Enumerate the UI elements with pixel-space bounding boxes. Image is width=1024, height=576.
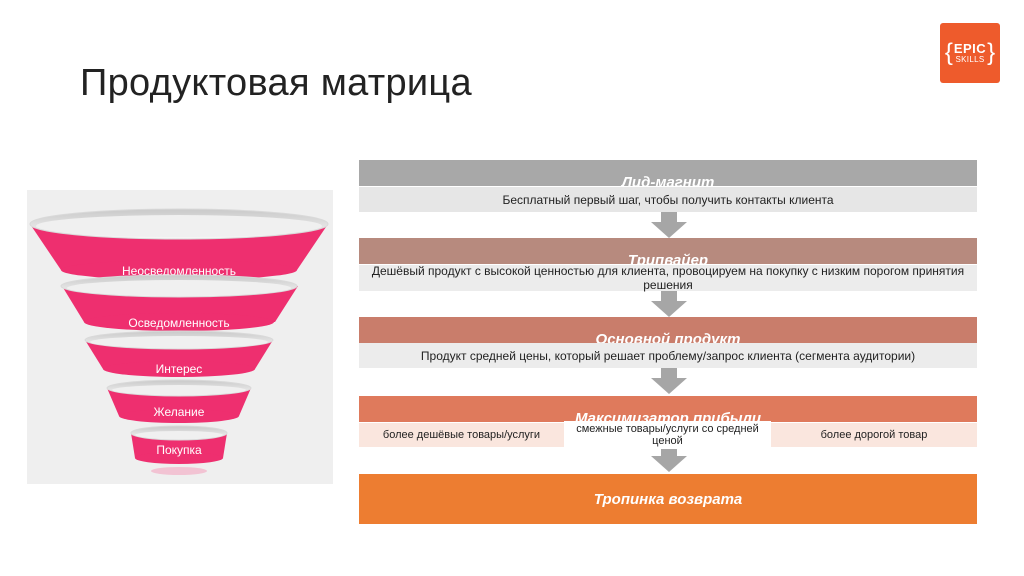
funnel-label-3: Интерес [156, 362, 203, 376]
funnel-graphic: Неосведомленность Осведомленность Интере… [29, 208, 329, 475]
stage-header-tripwire: Трипвайер [359, 238, 977, 264]
stage-description: Бесплатный первый шаг, чтобы получить ко… [359, 187, 977, 212]
stage-title: Лид-магнит [621, 174, 715, 186]
funnel-level-4: Желание [106, 379, 252, 423]
logo-line1: EPIC [953, 41, 987, 56]
stage-return-path: Тропинка возврата [359, 474, 977, 524]
stage-title: Максимизатор прибыли [574, 410, 762, 422]
arrow-down-icon [661, 212, 677, 222]
funnel-level-1: Неосведомленность [29, 208, 329, 280]
logo-line2: SKILLS [955, 55, 985, 64]
funnel-label-2: Осведомленность [128, 316, 229, 330]
arrow-down-icon [661, 368, 677, 378]
arrow-down-icon [661, 449, 677, 457]
funnel-label-4: Желание [154, 405, 205, 419]
stage-title: Тропинка возврата [593, 490, 743, 508]
sub-item-cheaper: более дешёвые товары/услуги [359, 423, 564, 447]
stage-header-main-product: Основной продукт [359, 317, 977, 343]
arrow-down-icon [661, 291, 677, 301]
arrow-down-icon [651, 301, 687, 317]
stage-title: Основной продукт [595, 331, 741, 343]
stage-header-profit-maximizer: Максимизатор прибыли [359, 396, 977, 422]
stage-header-lead-magnet: Лид-магнит [359, 160, 977, 186]
page-title: Продуктовая матрица [80, 62, 472, 104]
sub-item-expensive: более дорогой товар [771, 423, 977, 447]
stage-description: Дешёвый продукт с высокой ценностью для … [359, 264, 977, 292]
stage-title: Трипвайер [627, 252, 709, 264]
funnel-level-5: Покупка [130, 425, 228, 464]
arrow-down-icon [651, 222, 687, 238]
arrow-down-icon [651, 456, 687, 472]
arrow-down-icon [651, 378, 687, 394]
funnel-label-5: Покупка [156, 443, 202, 457]
funnel-level-2: Осведомленность [60, 274, 298, 331]
sub-item-related: смежные товары/услуги со средней ценой [564, 421, 771, 449]
sales-funnel: Неосведомленность Осведомленность Интере… [27, 190, 333, 484]
funnel-label-1: Неосведомленность [122, 264, 236, 278]
funnel-level-3: Интерес [84, 330, 274, 377]
epic-skills-logo: { EPIC SKILLS } [940, 23, 1000, 83]
stage-description: Продукт средней цены, который решает про… [359, 343, 977, 368]
